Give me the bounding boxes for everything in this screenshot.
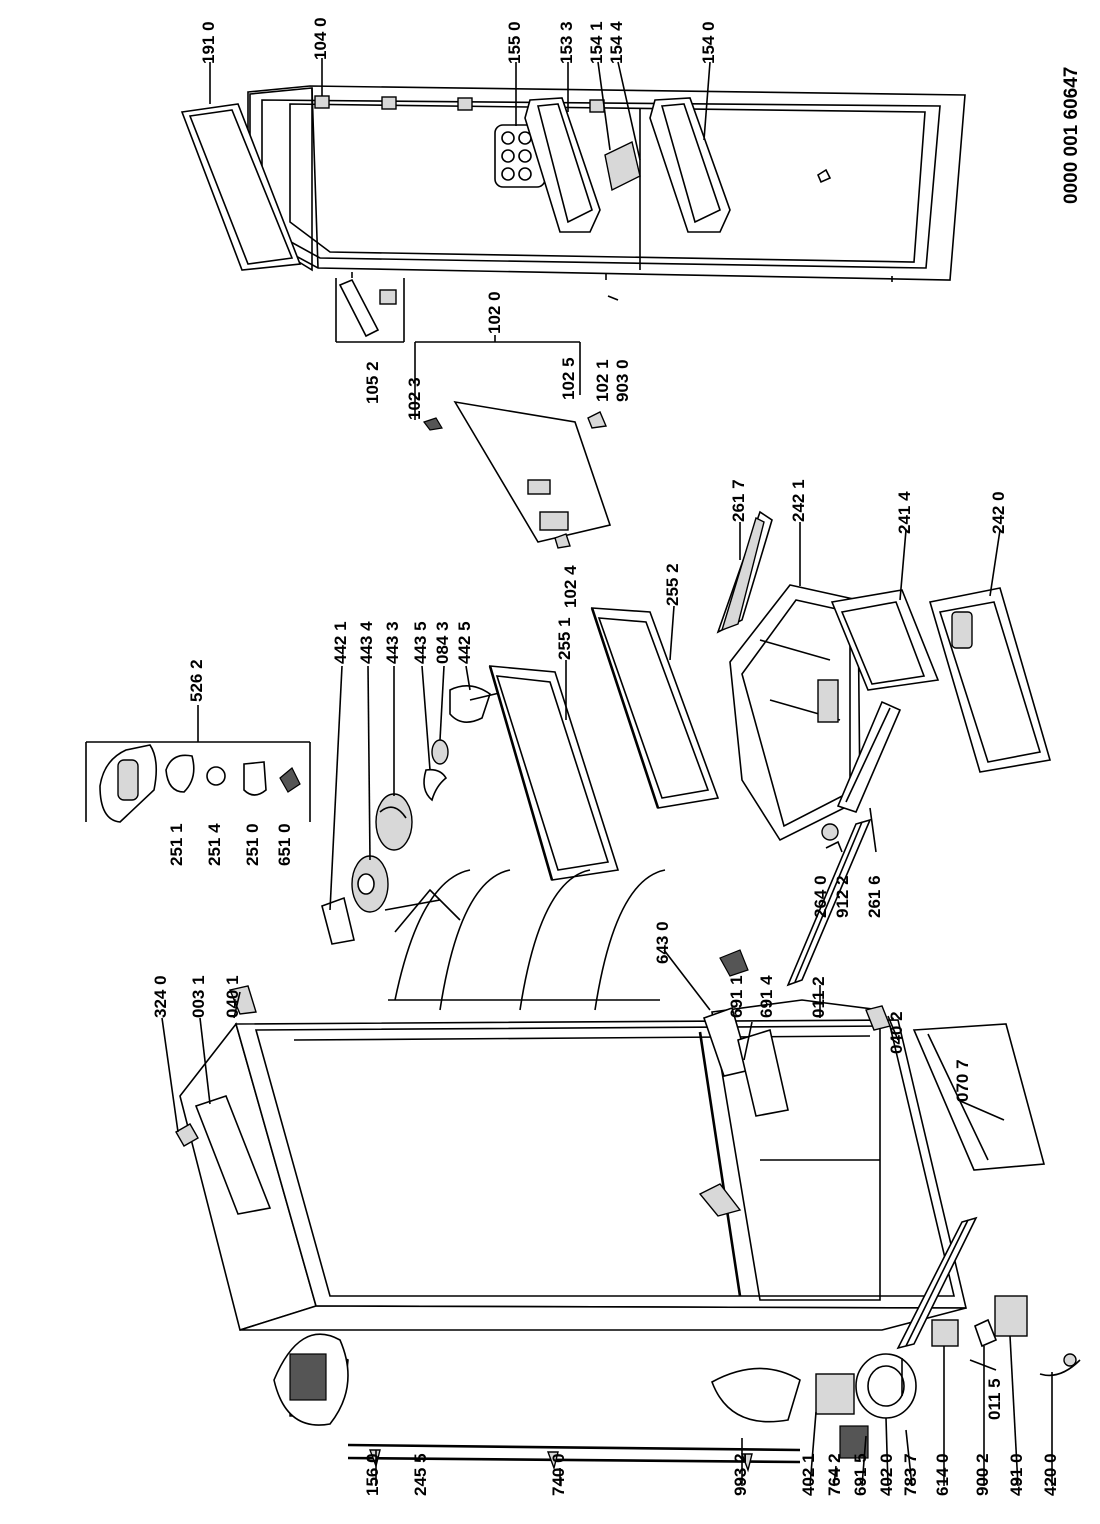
part-label-6430: 643 0: [653, 921, 672, 964]
part-label-1025: 102 5: [559, 357, 578, 400]
part-label-0402: 040 2: [887, 1011, 906, 1054]
base-trim-part-0707: [912, 1023, 1046, 1171]
part-label-4021: 402 1: [799, 1453, 818, 1496]
part-label-4200: 420 0: [1041, 1453, 1060, 1496]
part-label-1910: 191 0: [199, 21, 218, 64]
part-label-2640: 264 0: [811, 875, 830, 918]
part-label-1020: 102 0: [485, 291, 504, 334]
part-label-2616: 261 6: [865, 875, 884, 918]
part-label-2455: 245 5: [411, 1453, 430, 1496]
freezer-flap-part: [414, 295, 619, 549]
door-shelf-part-1533: [524, 97, 601, 233]
part-label-0112: 011 2: [809, 976, 828, 1018]
drawer-front-part-2414: [830, 589, 940, 691]
part-label-2552: 255 2: [663, 563, 682, 606]
part-label-1544: 154 4: [607, 21, 626, 64]
part-label-4434: 443 4: [357, 621, 376, 664]
part-label-6510: 651 0: [275, 823, 294, 866]
part-label-0843: 084 3: [433, 621, 452, 664]
part-label-0115: 011 5: [985, 1378, 1004, 1420]
part-label-1550: 155 0: [505, 21, 524, 64]
part-label-9932: 993 2: [731, 1453, 750, 1496]
part-label-2414: 241 4: [895, 491, 914, 534]
part-label-1023: 102 3: [405, 377, 424, 420]
part-label-4910: 491 0: [1007, 1453, 1026, 1496]
part-label-2511: 251 1: [167, 823, 186, 866]
hinge-part-1052: [335, 278, 405, 343]
part-label-6915: 691 5: [851, 1453, 870, 1496]
part-label-4425: 442 5: [455, 621, 474, 664]
glass-shelf-part-2551: [488, 665, 620, 881]
part-label-1024: 102 4: [561, 565, 580, 608]
drawer-rail-part-2616: [836, 700, 902, 813]
part-label-2514: 251 4: [205, 823, 224, 866]
part-label-2421: 242 1: [789, 479, 808, 522]
part-label-4020: 402 0: [877, 1453, 896, 1496]
part-label-4433: 443 3: [383, 621, 402, 664]
part-label-2510: 251 0: [243, 823, 262, 866]
part-label-1052: 105 2: [363, 361, 382, 404]
part-label-4421: 442 1: [331, 621, 350, 664]
part-label-1533: 153 3: [557, 21, 576, 64]
part-label-1540: 154 0: [699, 21, 718, 64]
part-label-7400: 740 0: [549, 1453, 568, 1496]
part-label-1560: 156 0: [363, 1453, 382, 1496]
lamp-kit-part: [85, 705, 311, 823]
drawer-trim-part-2617: [716, 510, 773, 634]
rail-part-0112: [786, 818, 872, 987]
air-duct-part: [273, 1333, 349, 1426]
part-label-5262: 526 2: [187, 659, 206, 702]
part-label-9002: 900 2: [973, 1453, 992, 1496]
rail-part-0115: [896, 1216, 978, 1350]
part-label-6911: 691 1: [727, 975, 746, 1018]
door-top-trim-part: [180, 103, 302, 271]
glass-shelf-part-2552: [590, 607, 720, 809]
drawer-part-2420: [928, 587, 1052, 773]
document-number: 0000 001 60647: [1061, 66, 1082, 204]
part-label-2617: 261 7: [729, 479, 748, 522]
part-label-1541: 154 1: [587, 21, 606, 64]
condenser-part: [347, 1443, 801, 1473]
part-label-0401: 040 1: [223, 975, 242, 1018]
part-label-7837: 783 7: [901, 1453, 920, 1496]
part-label-3240: 324 0: [151, 975, 170, 1018]
part-label-0031: 003 1: [189, 975, 208, 1018]
door-assembly: [180, 85, 966, 282]
part-label-4435: 443 5: [411, 621, 430, 664]
part-label-9030: 903 0: [613, 359, 632, 402]
door-shelf-part-1540: [649, 97, 731, 233]
part-label-2551: 255 1: [555, 617, 574, 660]
part-label-6914: 691 4: [757, 975, 776, 1018]
part-label-0707: 070 7: [953, 1059, 972, 1102]
part-label-1021: 102 1: [593, 359, 612, 402]
part-label-9122: 912 2: [833, 875, 852, 918]
part-label-6140: 614 0: [933, 1453, 952, 1496]
part-label-1040: 104 0: [311, 17, 330, 60]
part-label-2420: 242 0: [989, 491, 1008, 534]
part-label-7642: 764 2: [825, 1453, 844, 1496]
